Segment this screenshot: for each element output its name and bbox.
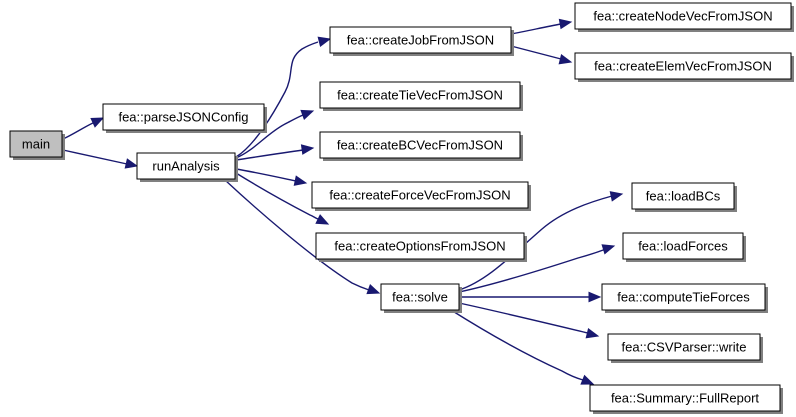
arrowhead-icon [580, 374, 595, 385]
node-box[interactable] [9, 130, 63, 158]
node-main[interactable]: main [9, 130, 65, 160]
node-createTieVecFromJSON[interactable]: fea::createTieVecFromJSON [319, 81, 523, 111]
edge-solve-to-loadBCs [458, 191, 624, 291]
node-runAnalysis[interactable]: runAnalysis [136, 152, 238, 182]
arrowhead-icon [124, 158, 139, 169]
nodes-layer: mainfea::parseJSONConfigrunAnalysisfea::… [9, 2, 794, 414]
arrowhead-icon [90, 117, 105, 128]
node-loadForces[interactable]: fea::loadForces [622, 232, 746, 262]
edge-line [458, 248, 607, 293]
edge-line [224, 179, 370, 291]
node-box[interactable] [329, 26, 512, 54]
node-box[interactable] [319, 131, 521, 159]
node-box[interactable] [574, 2, 792, 30]
edge-line [235, 168, 297, 182]
arrowhead-icon [588, 291, 602, 303]
edge-line [62, 121, 96, 140]
node-box[interactable] [311, 181, 529, 209]
edge-line [235, 114, 304, 159]
node-box[interactable] [102, 103, 265, 131]
arrowhead-icon [300, 109, 315, 120]
edge-line [458, 195, 613, 291]
edge-runAnalysis-to-createJobFromJSON [235, 36, 332, 158]
edge-line [62, 149, 128, 165]
node-SummaryFullReport[interactable]: fea::Summary::FullReport [589, 384, 783, 414]
arrowhead-icon [366, 284, 381, 295]
edge-solve-to-SummaryFullReport [450, 309, 595, 385]
edges-layer [62, 18, 624, 385]
edge-solve-to-loadForces [458, 244, 616, 293]
arrowhead-icon [585, 328, 600, 339]
node-createElemVecFromJSON[interactable]: fea::createElemVecFromJSON [574, 52, 794, 82]
edge-line [510, 45, 562, 60]
arrowhead-icon [558, 54, 573, 65]
node-createNodeVecFromJSON[interactable]: fea::createNodeVecFromJSON [574, 2, 794, 32]
edge-line [235, 41, 319, 158]
arrowhead-icon [609, 191, 624, 202]
node-box[interactable] [607, 333, 761, 361]
edge-runAnalysis-to-createOptionsFromJSON [235, 172, 330, 225]
edge-line [235, 172, 319, 220]
node-box[interactable] [631, 182, 735, 210]
arrowhead-icon [558, 18, 573, 30]
node-box[interactable] [601, 283, 766, 311]
arrowhead-icon [300, 144, 315, 155]
edge-line [458, 302, 589, 334]
node-box[interactable] [589, 384, 781, 412]
node-computeTieForces[interactable]: fea::computeTieForces [601, 283, 768, 313]
node-box[interactable] [380, 283, 460, 311]
edge-runAnalysis-to-createTieVecFromJSON [235, 109, 315, 159]
edge-solve-to-computeTieForces [459, 291, 602, 303]
edge-main-to-runAnalysis [62, 149, 139, 169]
node-createJobFromJSON[interactable]: fea::createJobFromJSON [329, 26, 514, 56]
arrowhead-icon [601, 244, 616, 255]
node-solve[interactable]: fea::solve [380, 283, 462, 313]
node-createForceVecFromJSON[interactable]: fea::createForceVecFromJSON [311, 181, 531, 211]
node-box[interactable] [574, 52, 792, 80]
edge-runAnalysis-to-createForceVecFromJSON [235, 168, 308, 186]
edge-solve-to-CSVParserWrite [458, 302, 600, 339]
arrowhead-icon [315, 214, 330, 225]
node-loadBCs[interactable]: fea::loadBCs [631, 182, 737, 212]
edge-line [235, 149, 304, 161]
edge-createJobFromJSON-to-createNodeVecFromJSON [510, 18, 573, 35]
node-createOptionsFromJSON[interactable]: fea::createOptionsFromJSON [315, 232, 527, 262]
edge-createJobFromJSON-to-createElemVecFromJSON [510, 45, 573, 65]
arrowhead-icon [317, 36, 332, 47]
edge-main-to-parseJSONConfig [62, 117, 105, 140]
node-CSVParserWrite[interactable]: fea::CSVParser::write [607, 333, 763, 363]
edge-runAnalysis-to-createBCVecFromJSON [235, 144, 315, 161]
node-createBCVecFromJSON[interactable]: fea::createBCVecFromJSON [319, 131, 523, 161]
node-parseJSONConfig[interactable]: fea::parseJSONConfig [102, 103, 267, 133]
edge-line [450, 309, 584, 381]
node-box[interactable] [622, 232, 744, 260]
arrowhead-icon [293, 175, 308, 186]
node-box[interactable] [315, 232, 525, 260]
node-box[interactable] [136, 152, 236, 180]
node-box[interactable] [319, 81, 521, 109]
edge-runAnalysis-to-solve [224, 179, 381, 295]
edge-line [510, 23, 562, 35]
